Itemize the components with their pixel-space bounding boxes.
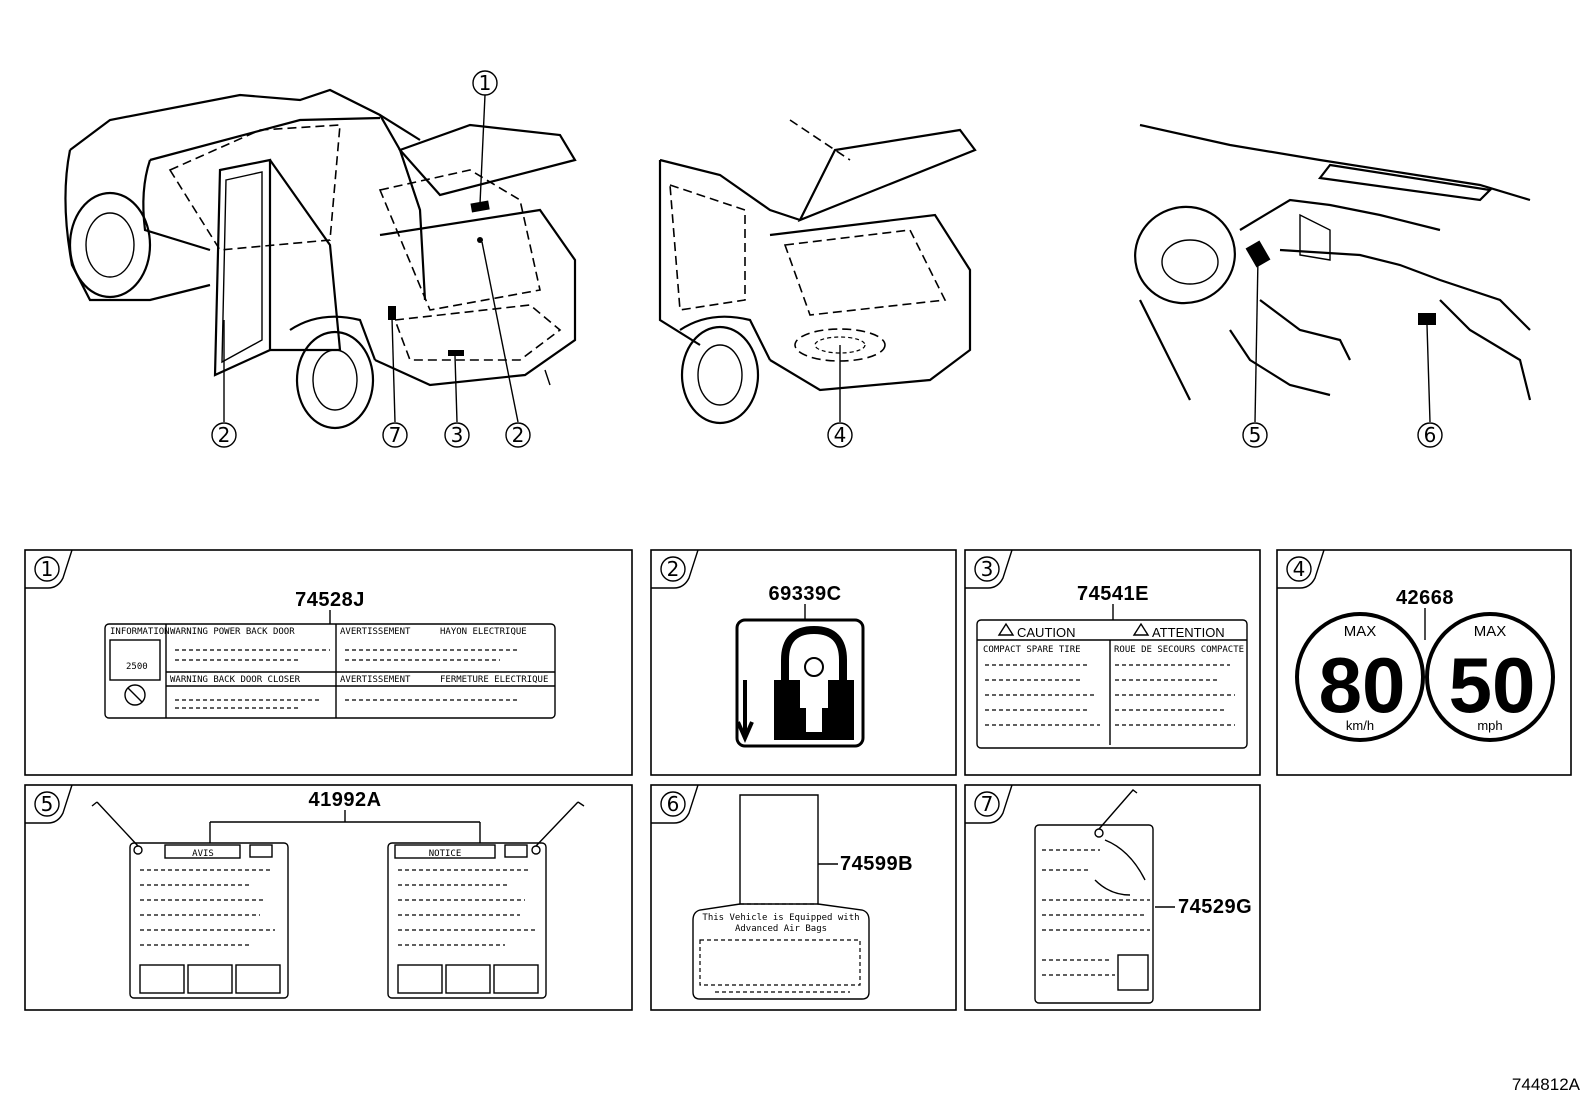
svg-text:74529G: 74529G xyxy=(1178,896,1252,918)
svg-text:2: 2 xyxy=(512,423,525,447)
panel-4-speed-limit-label: 4 42668 MAX 80 km/h MAX 50 mph xyxy=(1276,549,1572,776)
svg-text:50: 50 xyxy=(1449,641,1536,729)
svg-text:mph: mph xyxy=(1477,718,1502,733)
svg-text:41992A: 41992A xyxy=(308,789,381,811)
svg-text:AVERTISSEMENT: AVERTISSEMENT xyxy=(340,627,411,637)
svg-text:AVIS: AVIS xyxy=(192,849,214,859)
svg-text:ROUE DE SECOURS COMPACTE: ROUE DE SECOURS COMPACTE xyxy=(1114,645,1244,655)
svg-text:AVERTISSEMENT: AVERTISSEMENT xyxy=(340,675,411,685)
svg-text:4: 4 xyxy=(834,423,847,447)
svg-text:km/h: km/h xyxy=(1346,718,1374,733)
callout-6: 6 xyxy=(1417,422,1443,448)
svg-text:2: 2 xyxy=(218,423,231,447)
callout-1: 1 xyxy=(472,70,498,96)
svg-text:1: 1 xyxy=(41,557,54,581)
svg-text:80: 80 xyxy=(1319,641,1406,729)
panel-2-child-lock-label: 2 69339C xyxy=(650,549,957,776)
svg-text:7: 7 xyxy=(981,792,994,816)
svg-text:2: 2 xyxy=(667,557,680,581)
svg-text:3: 3 xyxy=(451,423,464,447)
diagram-id: 744812A xyxy=(1512,1075,1581,1094)
svg-text:CAUTION: CAUTION xyxy=(1017,625,1076,640)
svg-text:MAX: MAX xyxy=(1474,623,1507,640)
panel-6-airbag-tag: 6 74599B This Vehicle is Equipped with A… xyxy=(650,784,957,1011)
svg-text:5: 5 xyxy=(41,792,54,816)
svg-text:6: 6 xyxy=(1424,423,1437,447)
vehicle-rear-open-illustration xyxy=(64,88,577,430)
callout-2b: 2 xyxy=(505,422,531,448)
panel-5-notice-tags: 5 41992A AVIS NOTICE xyxy=(24,784,633,1011)
svg-text:Advanced Air Bags: Advanced Air Bags xyxy=(735,924,827,934)
svg-text:4: 4 xyxy=(1293,557,1306,581)
svg-text:ATTENTION: ATTENTION xyxy=(1152,625,1225,640)
panel-7-warning-tag: 7 74529G xyxy=(964,784,1261,1011)
svg-text:COMPACT SPARE TIRE: COMPACT SPARE TIRE xyxy=(983,645,1081,655)
svg-text:MAX: MAX xyxy=(1344,623,1377,640)
svg-text:7: 7 xyxy=(389,423,402,447)
down-arrow-icon xyxy=(736,680,754,743)
callout-7: 7 xyxy=(382,422,408,448)
svg-text:42668: 42668 xyxy=(1396,587,1454,609)
dashboard-interior-illustration xyxy=(1134,123,1532,423)
svg-text:1: 1 xyxy=(479,71,492,95)
svg-text:74528J: 74528J xyxy=(295,589,365,611)
svg-text:FERMETURE ELECTRIQUE: FERMETURE ELECTRIQUE xyxy=(440,675,548,685)
svg-text:NOTICE: NOTICE xyxy=(429,849,462,859)
svg-text:6: 6 xyxy=(667,792,680,816)
panel-1-power-back-door-label: 1 74528J INFORMATION WARNING POWER BACK … xyxy=(24,549,633,776)
svg-text:2500: 2500 xyxy=(126,662,148,672)
svg-text:HAYON ELECTRIQUE: HAYON ELECTRIQUE xyxy=(440,627,527,637)
svg-text:This Vehicle is Equipped with: This Vehicle is Equipped with xyxy=(702,913,859,923)
top-callouts: 1 2 7 3 2 4 5 6 xyxy=(211,70,1443,448)
svg-text:74541E: 74541E xyxy=(1077,583,1149,605)
callout-5: 5 xyxy=(1242,422,1268,448)
child-icon xyxy=(804,657,824,677)
svg-text:WARNING BACK DOOR CLOSER: WARNING BACK DOOR CLOSER xyxy=(170,675,301,685)
svg-text:69339C: 69339C xyxy=(768,583,841,605)
callout-4: 4 xyxy=(827,422,853,448)
svg-text:5: 5 xyxy=(1249,423,1262,447)
svg-text:WARNING POWER BACK DOOR: WARNING POWER BACK DOOR xyxy=(170,627,295,637)
callout-3: 3 xyxy=(444,422,470,448)
svg-text:74599B: 74599B xyxy=(840,853,913,875)
callout-2a: 2 xyxy=(211,422,237,448)
vehicle-spare-tire-illustration xyxy=(658,119,977,425)
svg-text:INFORMATION: INFORMATION xyxy=(110,627,170,637)
svg-text:3: 3 xyxy=(981,557,994,581)
panel-3-spare-tire-caution-label: 3 74541E CAUTION ATTENTION COMPACT SPARE… xyxy=(964,549,1261,776)
